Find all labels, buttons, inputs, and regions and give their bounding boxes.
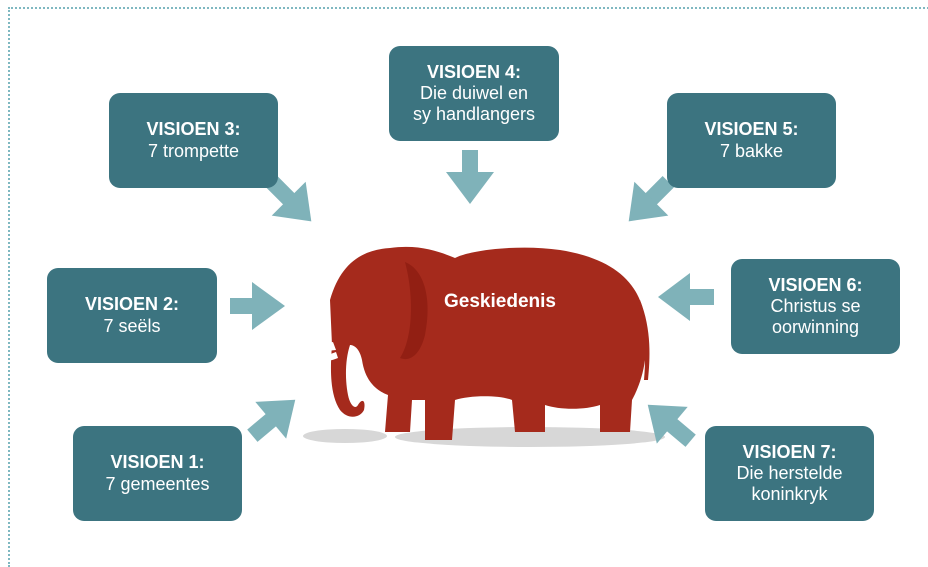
- elephant-silhouette: [295, 246, 650, 440]
- shadow-front: [303, 429, 387, 443]
- vision-5-box: VISIOEN 5: 7 bakke: [667, 93, 836, 188]
- vision-4-title: VISIOEN 4:: [426, 61, 522, 82]
- diagram-art: [230, 150, 714, 447]
- arrow-from-vision-7: [647, 404, 696, 447]
- vision-1-title: VISIOEN 1:: [110, 452, 205, 473]
- arrow-from-vision-5: [628, 176, 674, 222]
- vision-2-box: VISIOEN 2: 7 seëls: [47, 268, 217, 363]
- arrow-from-vision-6: [658, 273, 714, 321]
- vision-2-title: VISIOEN 2:: [84, 294, 180, 315]
- vision-4-box: VISIOEN 4: Die duiwel en sy handlangers: [389, 46, 559, 141]
- vision-2-subtitle: 7 seëls: [103, 315, 161, 336]
- vision-1-subtitle: 7 gemeentes: [105, 473, 210, 494]
- vision-4-subtitle: Die duiwel en sy handlangers: [412, 82, 536, 125]
- vision-6-box: VISIOEN 6: Christus se oorwinning: [731, 259, 900, 354]
- arrow-from-vision-4: [446, 150, 494, 204]
- vision-3-title: VISIOEN 3:: [146, 119, 241, 140]
- dotted-frame: [8, 7, 928, 567]
- vision-7-box: VISIOEN 7: Die herstelde koninkryk: [705, 426, 874, 521]
- shadow-body: [395, 427, 665, 447]
- vision-3-box: VISIOEN 3: 7 trompette: [109, 93, 278, 188]
- vision-5-title: VISIOEN 5:: [704, 119, 799, 140]
- arrow-from-vision-1: [247, 399, 296, 442]
- vision-7-title: VISIOEN 7:: [742, 441, 837, 462]
- vision-7-subtitle: Die herstelde koninkryk: [736, 462, 843, 505]
- vision-1-box: VISIOEN 1: 7 gemeentes: [73, 426, 242, 521]
- vision-6-title: VISIOEN 6:: [768, 274, 863, 295]
- arrows: [230, 150, 714, 447]
- vision-5-subtitle: 7 bakke: [719, 140, 784, 161]
- vision-6-subtitle: Christus se oorwinning: [770, 295, 861, 338]
- center-label: Geskiedenis: [444, 291, 556, 312]
- arrow-from-vision-2: [230, 282, 285, 330]
- vision-3-subtitle: 7 trompette: [147, 140, 240, 161]
